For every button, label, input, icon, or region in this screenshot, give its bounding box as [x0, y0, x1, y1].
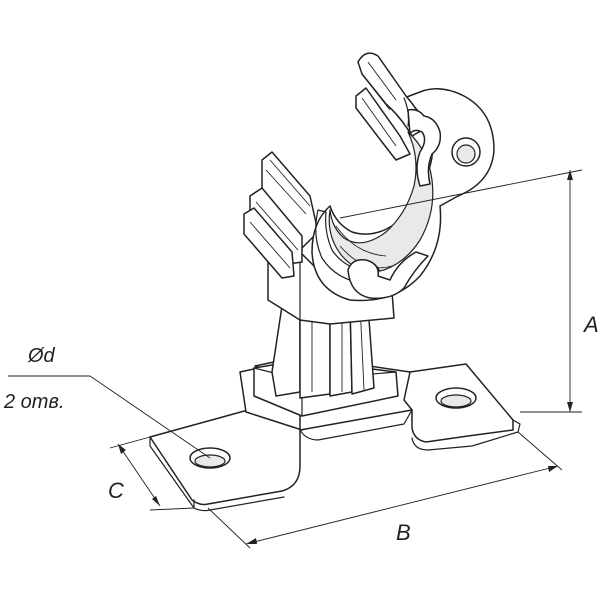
hole-diameter-label: Ød	[27, 345, 56, 367]
hole-right	[435, 387, 477, 409]
dimension-a	[339, 169, 583, 413]
dim-b-label: B	[396, 520, 411, 545]
dimension-c	[109, 436, 195, 511]
hole-leader	[8, 375, 211, 459]
clamp-body	[243, 52, 495, 325]
dim-c-label: C	[108, 478, 124, 503]
dimension-b	[207, 431, 563, 549]
pedestal	[253, 301, 399, 417]
hole-count-label: 2 отв.	[3, 391, 64, 413]
dim-a-label: A	[582, 312, 599, 337]
